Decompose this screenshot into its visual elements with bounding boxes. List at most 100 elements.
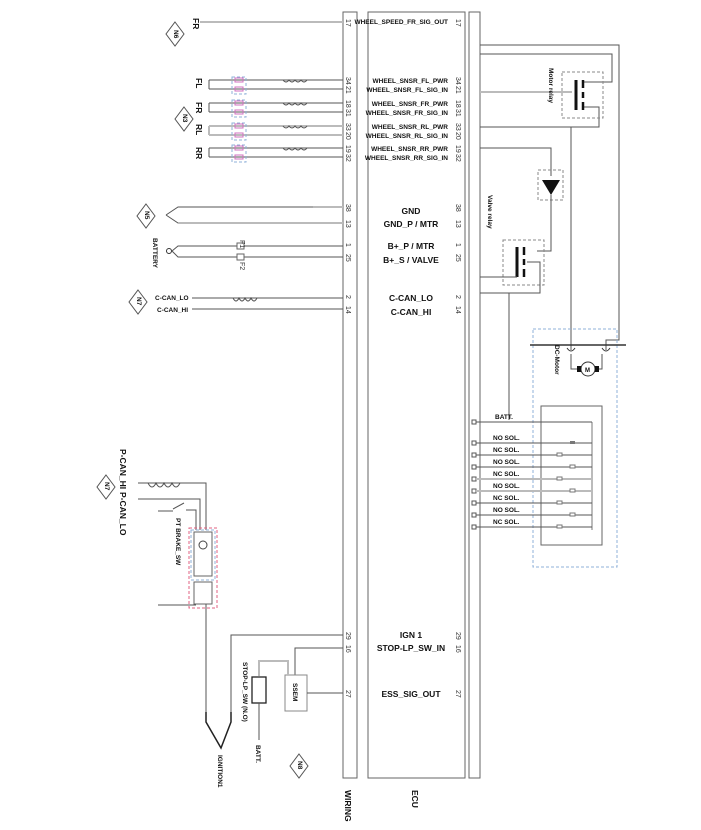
c-can-lo-label: C-CAN_LO xyxy=(155,295,189,302)
ecu-pin-label: B+_P / MTR xyxy=(388,241,435,251)
solenoid-row: NO SOL. xyxy=(471,483,592,494)
rr-label: RR xyxy=(194,147,204,159)
fuse-f2-label: F2 xyxy=(238,262,245,270)
svg-text:NO SOL.: NO SOL. xyxy=(493,507,520,514)
svg-text:NO SOL.: NO SOL. xyxy=(493,483,520,490)
ecu-pin-label: WHEEL_SNSR_FL_PWR xyxy=(373,78,449,85)
svg-text:21: 21 xyxy=(344,86,351,94)
batt-label-right: BATT. xyxy=(495,414,513,421)
p-can-hi-label: P-CAN_HI xyxy=(118,449,128,489)
batt-label-bottom: BATT. xyxy=(254,745,261,763)
battery-wires xyxy=(171,245,343,258)
svg-text:33: 33 xyxy=(344,123,351,131)
battery-terminal xyxy=(166,248,172,254)
ecu-pin-numbers: 17 34 21 18 31 33 20 19 32 38 13 1 25 2 … xyxy=(454,19,461,698)
wiring-label: WIRING xyxy=(343,790,353,822)
svg-text:21: 21 xyxy=(454,86,461,94)
svg-text:17: 17 xyxy=(454,19,461,27)
ground-tag-n6-label: N6 xyxy=(172,30,179,39)
svg-text:34: 34 xyxy=(344,77,351,85)
stop-lp-sw-label: STOP-LP_SW (N.O) xyxy=(241,662,248,722)
svg-text:20: 20 xyxy=(344,132,351,140)
svg-text:NO SOL.: NO SOL. xyxy=(493,459,520,466)
motor-relay-box xyxy=(561,71,604,119)
svg-text:31: 31 xyxy=(344,109,351,117)
ecu-pin-label: GND xyxy=(402,206,421,216)
motor-symbol: M xyxy=(585,368,590,374)
ground-tag-n7-a-label: N7 xyxy=(135,297,142,306)
ecu-pin-label: B+_S / VALVE xyxy=(383,255,439,265)
solenoid-row: NC SOL. xyxy=(471,447,592,458)
ecu-pin-label: WHEEL_SNSR_FR_SIG_IN xyxy=(366,110,449,117)
ecu-pin-label: C-CAN_LO xyxy=(389,293,433,303)
svg-text:13: 13 xyxy=(344,220,351,228)
svg-text:17: 17 xyxy=(344,19,351,27)
solenoid-row: NC SOL. xyxy=(471,495,592,506)
fuse-f1-label: F1 xyxy=(238,240,245,248)
wiring-pin-numbers: 17 34 21 18 31 33 20 19 32 38 13 1 25 2 … xyxy=(344,19,351,698)
wheel-sensor-fl: FL xyxy=(194,76,343,95)
motor-relay-label: Motor relay xyxy=(547,68,554,103)
c-can-wires xyxy=(192,297,343,310)
solenoid-row: NC SOL. xyxy=(471,471,592,482)
motor-relay-feed xyxy=(480,44,620,350)
svg-text:18: 18 xyxy=(344,100,351,108)
ecu-side-bar xyxy=(468,11,481,779)
svg-text:31: 31 xyxy=(454,109,461,117)
solenoid-row: NO SOL. xyxy=(471,435,592,446)
svg-text:29: 29 xyxy=(454,632,461,640)
ground-tag-n7-b xyxy=(96,474,116,500)
svg-text:NC SOL.: NC SOL. xyxy=(493,447,520,454)
brake-module-outline xyxy=(188,527,218,609)
ground-tag-n5 xyxy=(136,203,156,229)
fuse-f2 xyxy=(236,253,245,261)
ground-wires xyxy=(165,206,343,224)
ecu-pin-label: IGN 1 xyxy=(400,630,422,640)
ground-tag-n7-a xyxy=(128,289,148,315)
valve-relay-label: Valve relay xyxy=(486,195,493,229)
stop-lp-wire xyxy=(294,647,343,675)
dc-motor-module xyxy=(532,328,618,568)
dc-motor-label: DC-Motor xyxy=(553,345,560,375)
solenoid-row: NO SOL. xyxy=(471,507,592,518)
svg-text:1: 1 xyxy=(454,243,461,247)
ground-tag-n7-b-label: N7 xyxy=(103,482,110,491)
svg-text:NO SOL.: NO SOL. xyxy=(493,435,520,442)
svg-text:20: 20 xyxy=(454,132,461,140)
ign1-wire xyxy=(230,634,343,712)
ecu-pin-label: WHEEL_SNSR_RL_SIG_IN xyxy=(366,133,449,140)
ecu-pin-label: WHEEL_SPEED_FR_SIG_OUT xyxy=(354,19,448,26)
ground-tag-n5-label: N5 xyxy=(143,211,150,220)
solenoid-row: NC SOL. xyxy=(471,519,592,530)
wiring-block xyxy=(342,11,358,779)
valve-relay-box xyxy=(502,239,545,286)
solenoid-row: NO SOL. xyxy=(471,459,592,470)
ecu-pin-label: WHEEL_SNSR_FR_PWR xyxy=(372,101,449,108)
svg-text:16: 16 xyxy=(344,645,351,653)
ssem-label: SSEM xyxy=(291,683,298,701)
ecu-pin-label: C-CAN_HI xyxy=(391,307,432,317)
svg-text:16: 16 xyxy=(454,645,461,653)
fr-label: FR xyxy=(194,102,204,113)
ignition-switch xyxy=(205,712,232,750)
ecu-pin-label: WHEEL_SNSR_RR_PWR xyxy=(371,146,448,153)
battery-label: BATTERY xyxy=(151,238,158,269)
svg-text:33: 33 xyxy=(454,123,461,131)
ecu-pin-label: WHEEL_SNSR_FL_SIG_IN xyxy=(366,87,448,94)
pt-brake-sw-label: PT BRAKE_SW xyxy=(174,518,181,566)
wheel-sensor-rl: RL xyxy=(194,122,343,141)
svg-text:2: 2 xyxy=(454,295,461,299)
ground-tag-n8 xyxy=(289,753,309,779)
svg-text:13: 13 xyxy=(454,220,461,228)
ecu-pin-label: STOP-LP_SW_IN xyxy=(377,643,445,653)
solenoid-list: NO SOL. NC SOL. NO SOL. NC SOL. NO SOL. xyxy=(471,435,592,530)
svg-text:2: 2 xyxy=(344,295,351,299)
svg-text:29: 29 xyxy=(344,632,351,640)
ground-tag-n8-label: N8 xyxy=(296,761,303,770)
fr-top-label: FR xyxy=(191,18,201,29)
svg-text:27: 27 xyxy=(344,690,351,698)
pt-brake-switch xyxy=(158,502,197,530)
ecu-pin-labels: WHEEL_SPEED_FR_SIG_OUT WHEEL_SNSR_FL_PWR… xyxy=(354,19,448,699)
svg-text:14: 14 xyxy=(344,306,351,314)
svg-text:NC SOL.: NC SOL. xyxy=(493,495,520,502)
